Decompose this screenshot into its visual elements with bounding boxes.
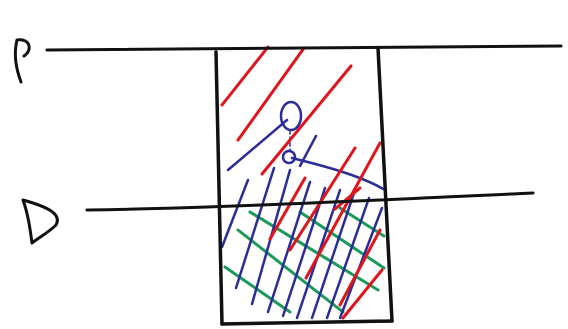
lower-circle: [283, 151, 295, 163]
lower-circle-dot: [287, 155, 291, 159]
blue-hatching: [222, 120, 385, 318]
p-line: [47, 46, 561, 50]
upper-circle: [281, 102, 301, 130]
label-d-glyph: [23, 200, 57, 243]
horizontal-lines: [47, 46, 561, 210]
d-line: [87, 193, 533, 210]
label-p-glyph: [15, 40, 29, 82]
